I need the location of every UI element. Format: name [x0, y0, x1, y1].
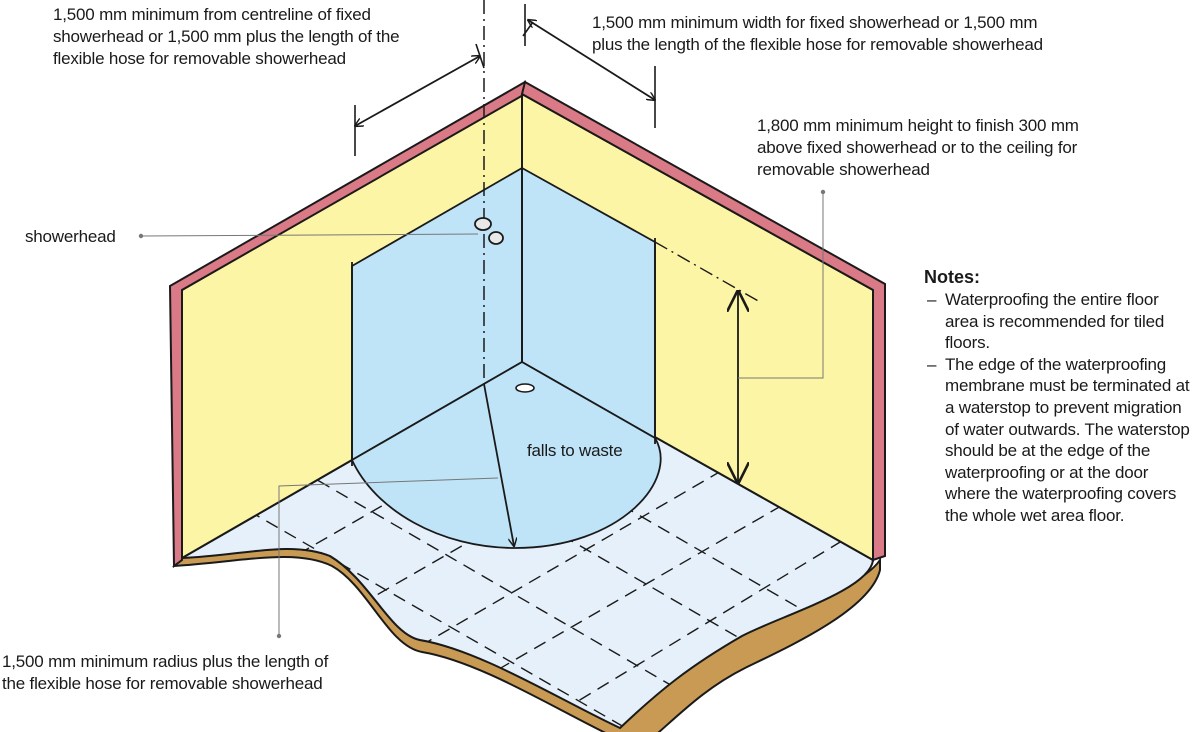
- notes-list: –Waterproofing the entire floor area is …: [924, 289, 1196, 527]
- floor-waste-icon: [515, 383, 535, 393]
- notes-item: –The edge of the waterproofing membrane …: [924, 354, 1196, 527]
- wet-area-floor: [350, 360, 662, 549]
- showerhead-leader: [140, 233, 479, 237]
- note-text: The edge of the waterproofing membrane m…: [945, 354, 1190, 525]
- radius-leader: [278, 477, 499, 636]
- showerhead-icon: [474, 217, 504, 245]
- centreline-dimension: [355, 56, 480, 126]
- notes-panel: Notes: –Waterproofing the entire floor a…: [924, 266, 1196, 527]
- showerhead-label: showerhead: [25, 227, 116, 246]
- height-clearance-label: 1,800 mm minimum height to finish 300 mm…: [757, 116, 1079, 179]
- width-clearance-label: 1,500 mm minimum width for fixed showerh…: [592, 13, 1043, 54]
- width-dimension: [528, 20, 655, 100]
- notes-item: –Waterproofing the entire floor area is …: [924, 289, 1196, 354]
- height-leader: [738, 192, 824, 379]
- radius-dimension: [483, 383, 514, 546]
- note-bullet: –: [927, 354, 937, 374]
- note-text: Waterproofing the entire floor area is r…: [945, 290, 1165, 353]
- falls-to-waste-label: falls to waste: [527, 441, 623, 460]
- note-bullet: –: [927, 290, 937, 309]
- radius-clearance-label: 1,500 mm minimum radius plus the length …: [2, 652, 329, 693]
- notes-title: Notes:: [924, 267, 981, 287]
- centreline-clearance-label: 1,500 mm minimum from centreline of fixe…: [53, 5, 400, 68]
